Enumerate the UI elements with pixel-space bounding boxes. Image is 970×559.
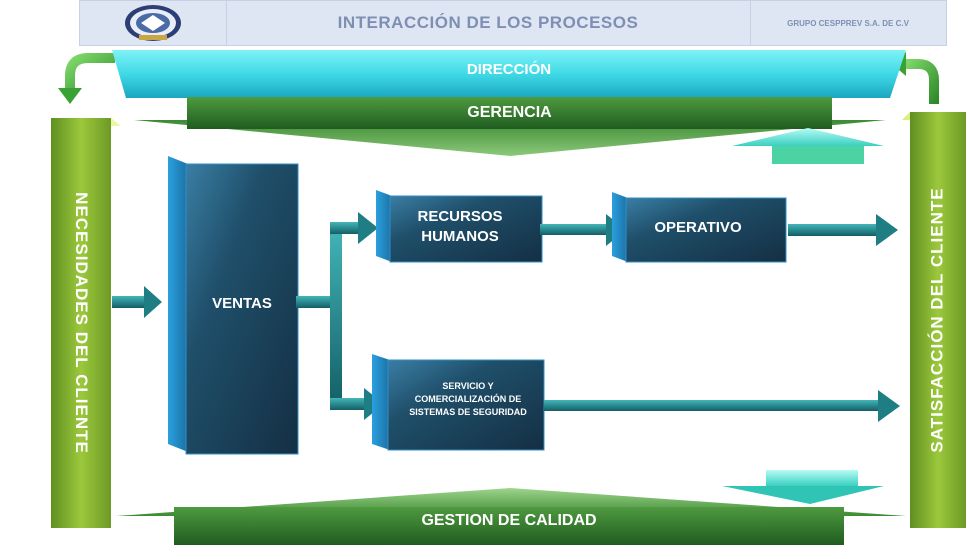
logo-cell — [80, 1, 227, 45]
down-arrow-shape — [722, 470, 884, 504]
direccion-bar — [112, 50, 906, 98]
satisfaccion-column — [902, 112, 966, 528]
recursos-humanos-label: RECURSOS HUMANOS — [390, 207, 530, 247]
necesidades-label: NECESIDADES DEL CLIENTE — [72, 192, 92, 454]
page-title: INTERACCIÓN DE LOS PROCESOS — [337, 13, 639, 32]
recursos-humanos-box — [376, 190, 543, 263]
gestion-calidad-label: GESTION DE CALIDAD — [421, 512, 597, 529]
servicio-label: SERVICIO Y COMERCIALIZACIÓN DE SISTEMAS … — [390, 380, 546, 419]
input-arrow — [112, 286, 162, 318]
operativo-box — [612, 192, 787, 263]
satisfaccion-label: SATISFACCIÓN DEL CLIENTE — [928, 187, 948, 453]
title-cell: INTERACCIÓN DE LOS PROCESOS — [226, 1, 751, 45]
servicio-output-arrow — [544, 390, 900, 422]
gerencia-label: GERENCIA — [467, 104, 552, 121]
ventas-box — [168, 156, 299, 455]
up-arrow-shape — [732, 128, 884, 164]
curved-arrow-left — [58, 53, 115, 104]
gerencia-bar — [187, 97, 832, 129]
servicio-box — [372, 354, 545, 451]
servicio-line-1: SERVICIO Y — [442, 381, 494, 391]
emblem-seal-icon — [125, 5, 181, 41]
ventas-label: VENTAS — [212, 295, 272, 312]
servicio-line-2: COMERCIALIZACIÓN DE — [414, 394, 522, 404]
gestion-bar — [174, 507, 844, 545]
header-bar: INTERACCIÓN DE LOS PROCESOS GRUPO CESPPR… — [79, 0, 947, 46]
necesidades-label-wrap: NECESIDADES DEL CLIENTE — [51, 118, 111, 528]
company-name: GRUPO CESPPREV S.A. DE C.V — [787, 18, 909, 28]
branch-connector — [296, 212, 384, 420]
necesidades-column — [51, 118, 121, 528]
operativo-output-arrow — [788, 214, 898, 246]
recursos-line-1: RECURSOS — [417, 208, 503, 225]
recursos-line-2: HUMANOS — [421, 228, 499, 245]
operativo-label: OPERATIVO — [654, 219, 742, 236]
direccion-label: DIRECCIÓN — [466, 61, 552, 78]
company-cell: GRUPO CESPPREV S.A. DE C.V — [750, 1, 946, 45]
satisfaccion-label-wrap: SATISFACCIÓN DEL CLIENTE — [910, 112, 966, 528]
servicio-line-3: SISTEMAS DE SEGURIDAD — [409, 407, 527, 417]
